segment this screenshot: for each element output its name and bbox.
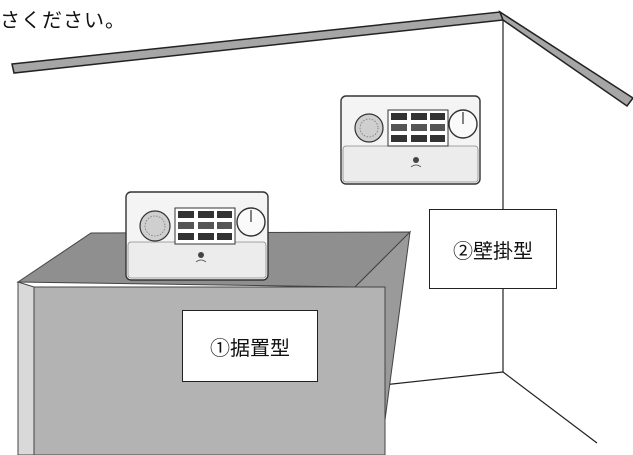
- instruction-caption: さください。: [0, 8, 126, 32]
- floor-line-right: [502, 371, 598, 444]
- speaker-grille-icon: [354, 113, 384, 143]
- receiver-wall: [340, 95, 481, 185]
- floor-line-left: [382, 371, 504, 386]
- ceiling-trim-left: [11, 11, 505, 74]
- stand-box-side: [17, 281, 35, 455]
- receiver-stand: [125, 191, 269, 281]
- label-stand-type: ①据置型: [182, 310, 318, 382]
- speaker-grille-icon: [139, 210, 171, 242]
- ceiling-trim-right: [498, 10, 633, 108]
- label-wall-type: ②壁掛型: [429, 209, 557, 289]
